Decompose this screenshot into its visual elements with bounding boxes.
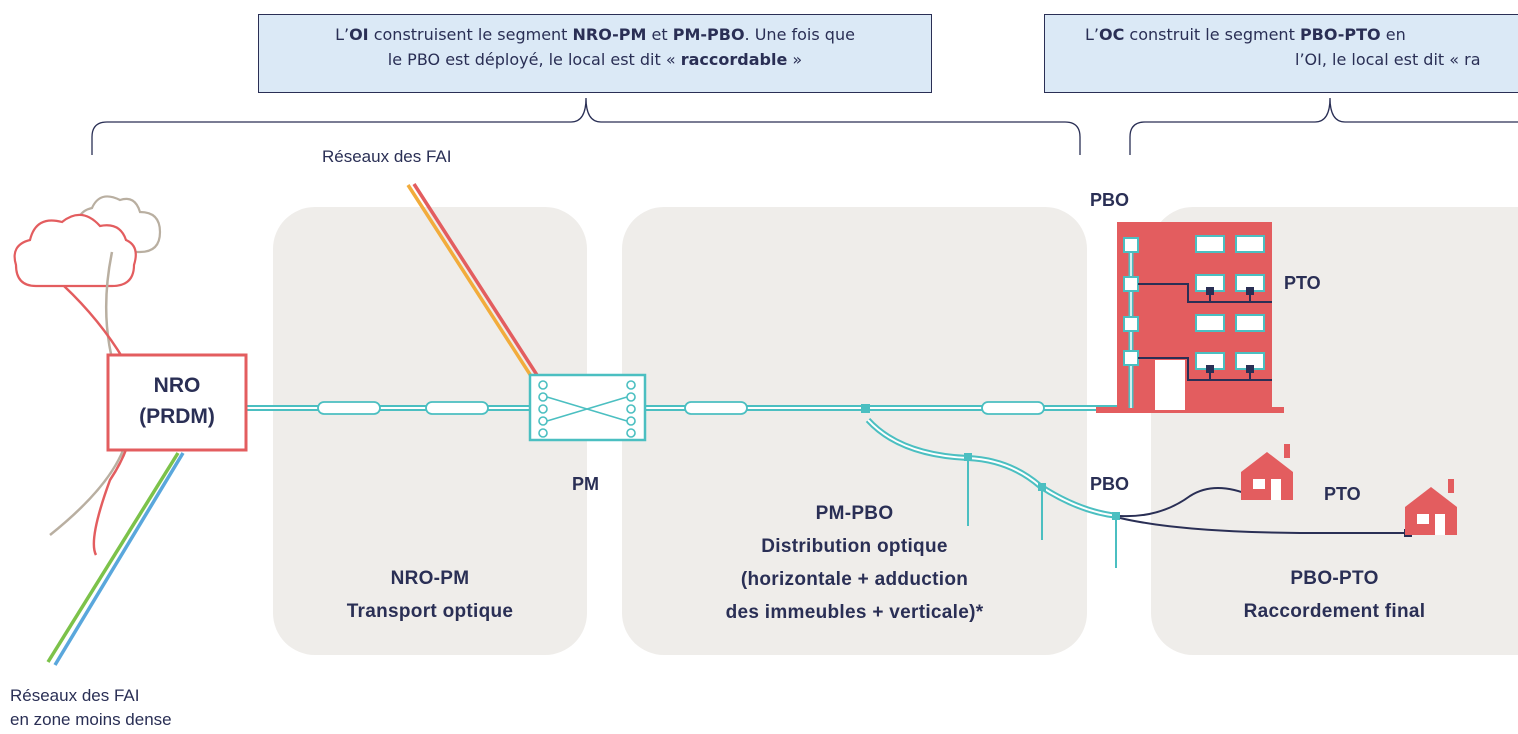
splice-sleeves [317, 401, 1045, 415]
nro-label: NRO (PRDM) [139, 374, 215, 428]
fai-bottom-label-1: Réseaux des FAI [10, 686, 140, 705]
callout-oc-line1: L’OC construit le segment PBO-PTO en [1085, 25, 1406, 44]
segment-nro-pm-title: NRO-PM [390, 568, 470, 589]
callout-oc: L’OC construit le segment PBO-PTO en l’O… [1044, 14, 1518, 93]
segment-pm-pbo: PM-PBO Distribution optique (horizontale… [622, 497, 1087, 629]
branch-node [861, 404, 870, 413]
segment-pbo-pto: PBO-PTO Raccordement final [1151, 562, 1518, 628]
brace-oc [1129, 97, 1518, 155]
callout-oc-line2: l’OI, le local est dit « ra [1295, 50, 1481, 69]
callout-oi-line2: le PBO est déployé, le local est dit « r… [387, 50, 803, 69]
cable-blue [53, 452, 185, 666]
pbo-building-label: PBO [1090, 190, 1130, 210]
cloud-icon [13, 195, 162, 288]
pto-houses-label: PTO [1324, 484, 1361, 504]
pm-cabinet-icon [528, 373, 647, 442]
house-icon [1405, 479, 1457, 535]
house-icon [1241, 444, 1293, 500]
segment-nro-pm-subtitle: Transport optique [346, 601, 514, 622]
brace-oi [91, 97, 1081, 155]
segment-pm-pbo-line2: Distribution optique [761, 536, 948, 557]
segment-pm-pbo-line3: (horizontale + adduction [740, 569, 969, 590]
segment-pbo-pto-subtitle: Raccordement final [1243, 601, 1426, 622]
segment-pm-pbo-line4: des immeubles + verticale)* [725, 602, 984, 623]
building-icon [1096, 222, 1284, 413]
callout-oi: L’OI construisent le segment NRO-PM et P… [258, 14, 932, 93]
segment-pbo-pto-title: PBO-PTO [1290, 568, 1379, 589]
fai-top-label: Réseaux des FAI [322, 147, 452, 166]
drop-cable-1 [1119, 487, 1253, 518]
cable-green [46, 452, 180, 663]
callout-oi-line1: L’OI construisent le segment NRO-PM et P… [335, 25, 855, 44]
fai-bottom-label-2: en zone moins dense [10, 710, 172, 729]
drop-cable-2 [1119, 517, 1408, 534]
cable-orange [406, 184, 542, 391]
segment-pm-pbo-title: PM-PBO [815, 503, 894, 524]
pm-label: PM [572, 474, 599, 494]
poles [967, 456, 1117, 568]
panel-nro-pm [273, 207, 587, 655]
pbo-houses-label: PBO [1090, 474, 1130, 494]
nro-box [106, 353, 248, 452]
cable-red-top [412, 183, 548, 390]
segment-nro-pm: NRO-PM Transport optique [273, 562, 587, 628]
panel-pm-pbo [622, 207, 1087, 655]
pto-building-label: PTO [1284, 273, 1321, 293]
